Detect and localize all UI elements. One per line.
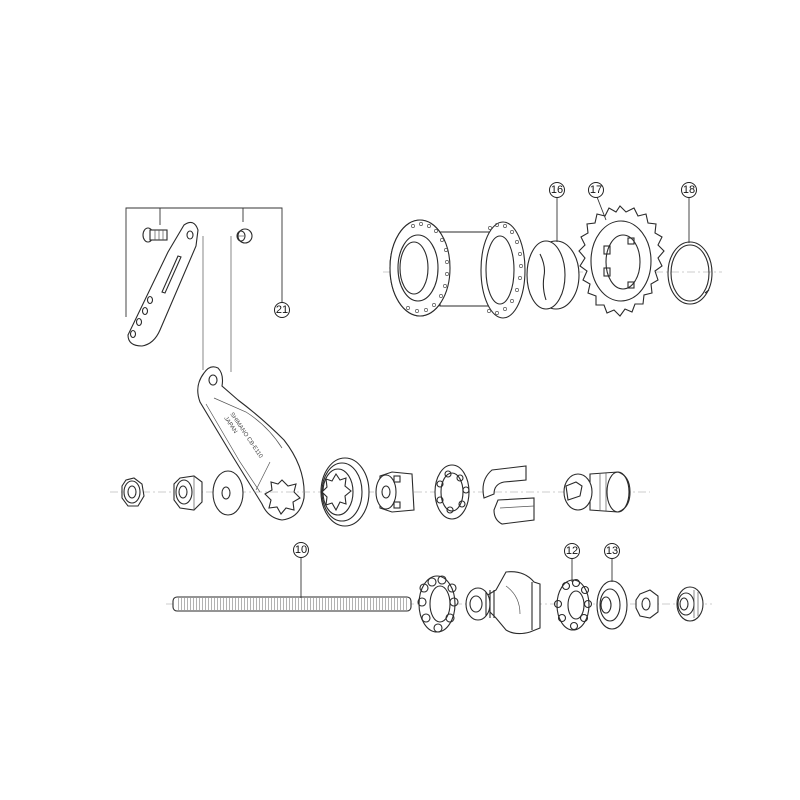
clip-band bbox=[127, 221, 199, 347]
clip-bolt bbox=[142, 227, 168, 243]
clutch-spring-unit bbox=[563, 471, 631, 513]
brake-shoes bbox=[482, 465, 535, 525]
callout-21[interactable]: 21 bbox=[274, 302, 290, 318]
brake-ring-part-16 bbox=[526, 240, 580, 310]
brake-roller-cage bbox=[375, 471, 415, 513]
cone-nut bbox=[676, 586, 704, 622]
callout-label-18: 18 bbox=[683, 184, 695, 196]
callout-label-12: 12 bbox=[566, 545, 578, 557]
guide-lines-clip-to-arm bbox=[202, 236, 232, 372]
dust-cap-part-13 bbox=[596, 580, 628, 630]
cap-nut bbox=[121, 477, 145, 507]
snap-ring-part-18 bbox=[667, 241, 713, 305]
callout-label-13: 13 bbox=[606, 545, 618, 557]
hub-axle-part-10 bbox=[172, 596, 412, 612]
callout-label-21: 21 bbox=[276, 304, 288, 316]
callout-17[interactable]: 17 bbox=[588, 182, 604, 198]
spoke-holes-left bbox=[406, 222, 449, 313]
ball-retainer-left bbox=[417, 575, 459, 633]
callout-18[interactable]: 18 bbox=[681, 182, 697, 198]
lock-nut bbox=[635, 589, 659, 619]
callout-label-16: 16 bbox=[551, 184, 563, 196]
brake-cone bbox=[320, 457, 370, 527]
clip-unit-bracket bbox=[125, 207, 283, 317]
callout-12[interactable]: 12 bbox=[564, 543, 580, 559]
driver-body bbox=[465, 571, 541, 635]
hex-nut bbox=[173, 475, 203, 511]
roller-retainer bbox=[434, 464, 470, 520]
callout-13[interactable]: 13 bbox=[604, 543, 620, 559]
callout-label-17: 17 bbox=[590, 184, 602, 196]
clip-nut bbox=[236, 228, 253, 244]
callout-16[interactable]: 16 bbox=[549, 182, 565, 198]
hub-shell bbox=[389, 219, 526, 319]
sprocket-part-17 bbox=[578, 205, 665, 317]
washer bbox=[212, 470, 244, 516]
ball-retainer-part-12 bbox=[553, 578, 593, 631]
callout-leaders bbox=[300, 196, 690, 598]
spoke-holes-right bbox=[487, 223, 523, 315]
brake-arm: SHIMANO CB-E110 JAPAN bbox=[197, 366, 305, 521]
callout-10[interactable]: 10 bbox=[293, 542, 309, 558]
callout-label-10: 10 bbox=[295, 544, 307, 556]
